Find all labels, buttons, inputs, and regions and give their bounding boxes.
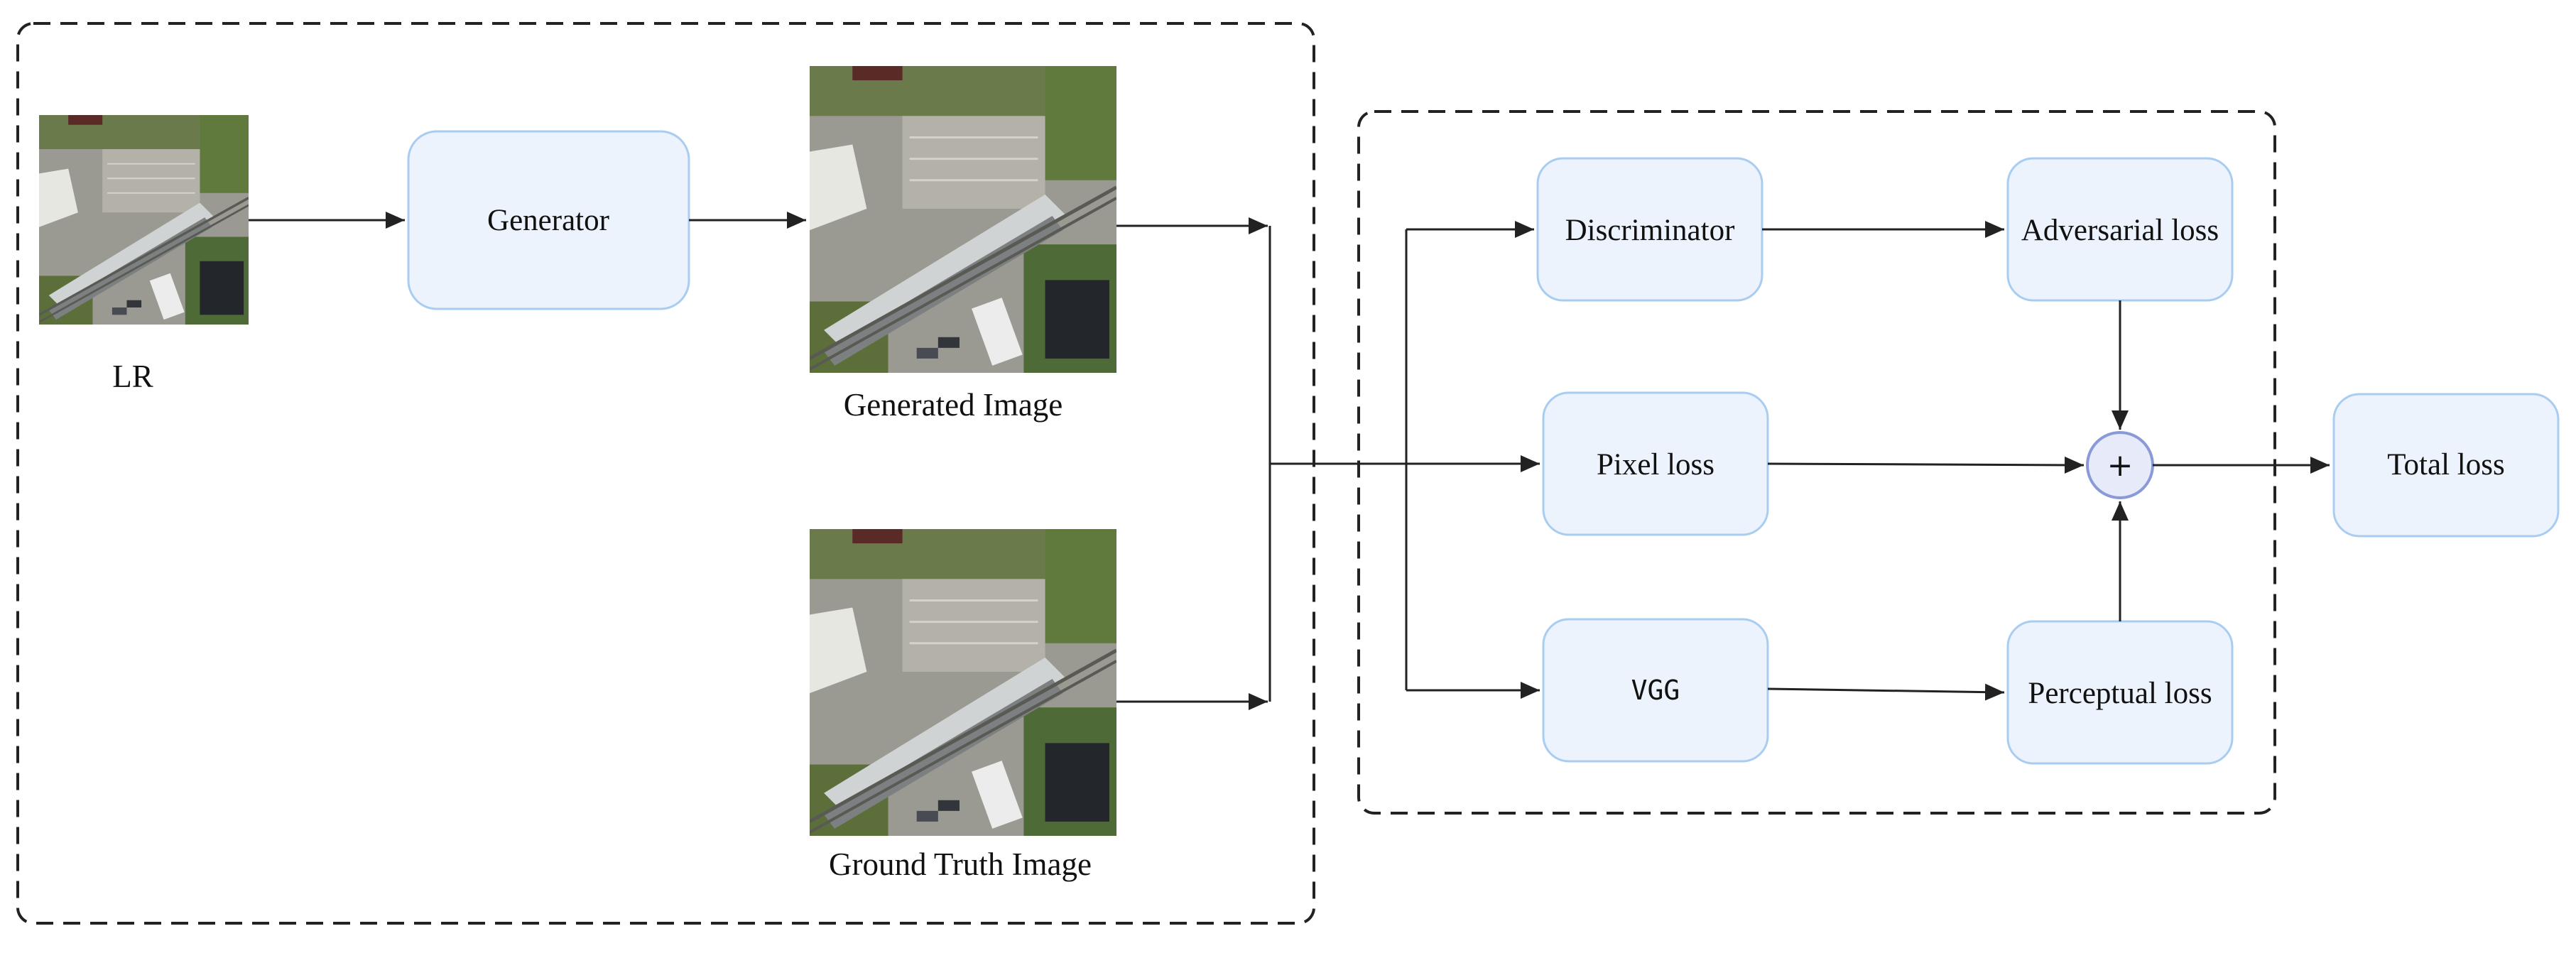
sum-node: + — [2086, 431, 2154, 499]
total-loss-label: Total loss — [2387, 448, 2504, 481]
generated-image — [810, 66, 1116, 373]
adversarial-loss-label: Adversarial loss — [2021, 214, 2219, 247]
ground-truth-image — [810, 529, 1116, 836]
lr-caption: LR — [112, 359, 153, 394]
perceptual-loss-label: Perceptual loss — [2028, 677, 2212, 710]
perceptual-loss-node: Perceptual loss — [2006, 620, 2234, 765]
ground-truth-caption: Ground Truth Image — [829, 847, 1092, 882]
edge-pixel-to-sum — [1767, 456, 2085, 474]
vgg-node: VGG — [1542, 618, 1769, 763]
total-loss-node: Total loss — [2332, 393, 2560, 538]
loss-stage-container — [1357, 110, 2276, 815]
generator-node: Generator — [407, 130, 690, 310]
discriminator-node: Discriminator — [1536, 157, 1763, 302]
pixel-loss-label: Pixel loss — [1597, 448, 1714, 481]
discriminator-label: Discriminator — [1565, 214, 1735, 247]
generator-label: Generator — [487, 204, 609, 237]
sum-symbol: + — [2107, 447, 2134, 484]
lr-image — [39, 115, 249, 325]
generated-image-caption: Generated Image — [844, 387, 1063, 423]
generator-stage-container — [16, 22, 1315, 925]
pixel-loss-node: Pixel loss — [1542, 391, 1769, 536]
adversarial-loss-node: Adversarial loss — [2006, 157, 2234, 302]
edge-vgg-to-perceptual — [1767, 683, 2005, 701]
vgg-label: VGG — [1631, 675, 1680, 706]
